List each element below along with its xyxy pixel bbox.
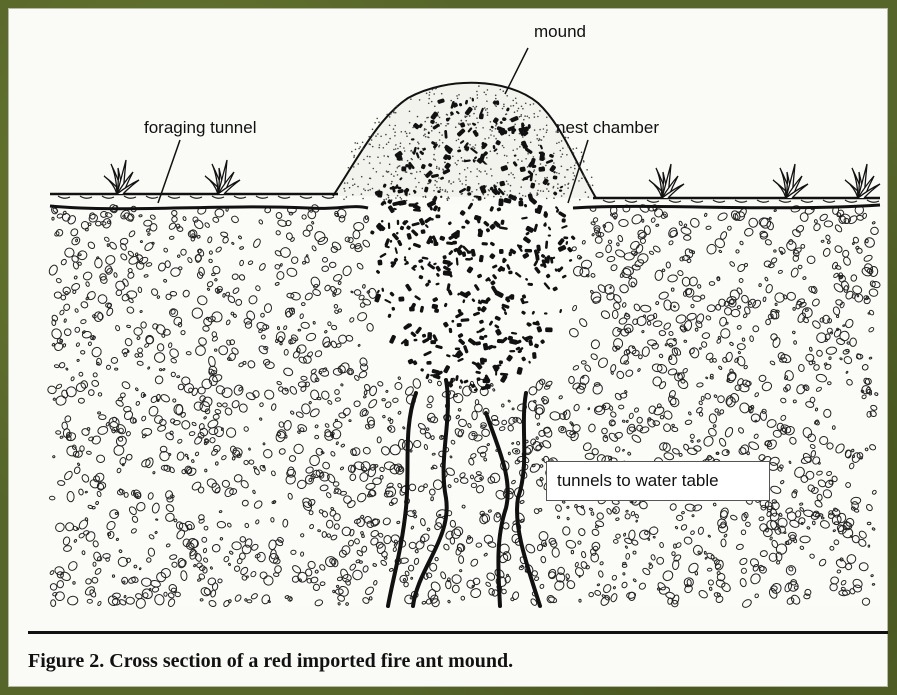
mound-cross-section-diagram — [8, 8, 888, 628]
foraging-tunnel-label: foraging tunnel — [144, 118, 256, 138]
figure-caption: Figure 2. Cross section of a red importe… — [28, 650, 513, 673]
mound-shape — [333, 83, 596, 198]
tunnels-to-water-table-label: tunnels to water table — [546, 461, 770, 501]
soil-texture — [47, 203, 880, 610]
caption-divider — [28, 631, 888, 634]
nest-chamber-label: nest chamber — [556, 118, 659, 138]
figure-panel: mound foraging tunnel nest chamber tunne… — [8, 8, 888, 687]
mound-label: mound — [534, 22, 586, 42]
